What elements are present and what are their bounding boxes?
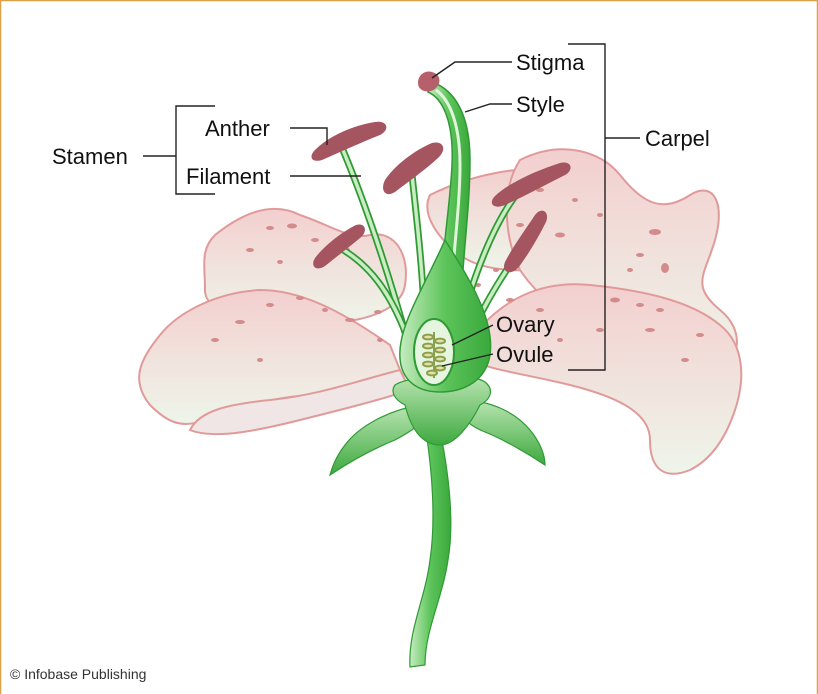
stem xyxy=(410,430,451,667)
leader-anther xyxy=(290,128,327,145)
label-stamen: Stamen xyxy=(52,144,128,169)
label-filament: Filament xyxy=(186,164,270,189)
leader-style xyxy=(465,104,512,112)
label-stigma: Stigma xyxy=(516,50,585,75)
leader-stigma xyxy=(432,62,512,78)
label-anther: Anther xyxy=(205,116,270,141)
label-ovule: Ovule xyxy=(496,342,553,367)
copyright-credit: © Infobase Publishing xyxy=(10,666,146,682)
label-ovary: Ovary xyxy=(496,312,555,337)
label-carpel: Carpel xyxy=(645,126,710,151)
label-style: Style xyxy=(516,92,565,117)
